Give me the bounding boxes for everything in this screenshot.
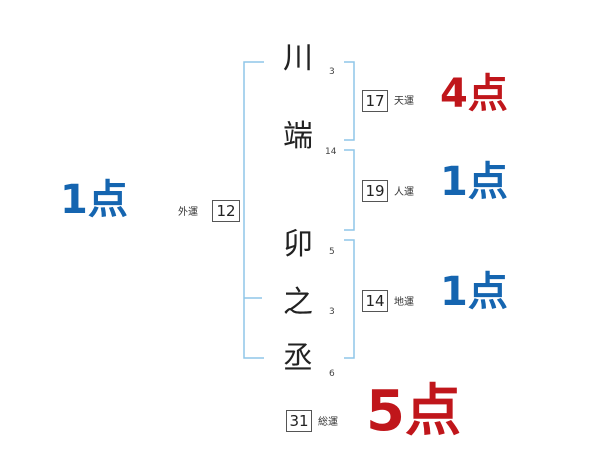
stroke-count-4: 3 [329, 307, 335, 317]
jinkaku-label: 人運 [394, 187, 414, 198]
stroke-count-3: 5 [329, 247, 335, 257]
chikaku-score: 1点 [440, 269, 508, 315]
tenkaku-score: 4点 [440, 71, 508, 117]
gaikaku-bracket [243, 61, 264, 359]
tenkaku-bracket [344, 61, 355, 141]
tenkaku-label: 天運 [394, 96, 414, 107]
soukaku-score: 5点 [366, 379, 461, 444]
gaikaku-label: 外運 [178, 207, 198, 218]
chikaku-bracket [344, 239, 355, 359]
name-char-3: 卯 [283, 227, 313, 262]
name-char-5: 丞 [283, 341, 313, 376]
name-char-2: 端 [283, 119, 313, 154]
soukaku-value-box: 31 [286, 410, 312, 432]
chikaku-value-box: 14 [362, 290, 388, 312]
stroke-count-1: 3 [329, 67, 335, 77]
jinkaku-value-box: 19 [362, 180, 388, 202]
soukaku-label: 総運 [318, 417, 338, 428]
gaikaku-value-box: 12 [212, 200, 240, 222]
tenkaku-value-box: 17 [362, 90, 388, 112]
chikaku-label: 地運 [394, 297, 414, 308]
stroke-count-5: 6 [329, 369, 335, 379]
gaikaku-score: 1点 [60, 177, 128, 223]
stroke-count-2: 14 [325, 147, 337, 157]
jinkaku-bracket [344, 149, 355, 231]
jinkaku-score: 1点 [440, 159, 508, 205]
name-char-4: 之 [283, 285, 313, 320]
name-char-1: 川 [283, 41, 313, 76]
